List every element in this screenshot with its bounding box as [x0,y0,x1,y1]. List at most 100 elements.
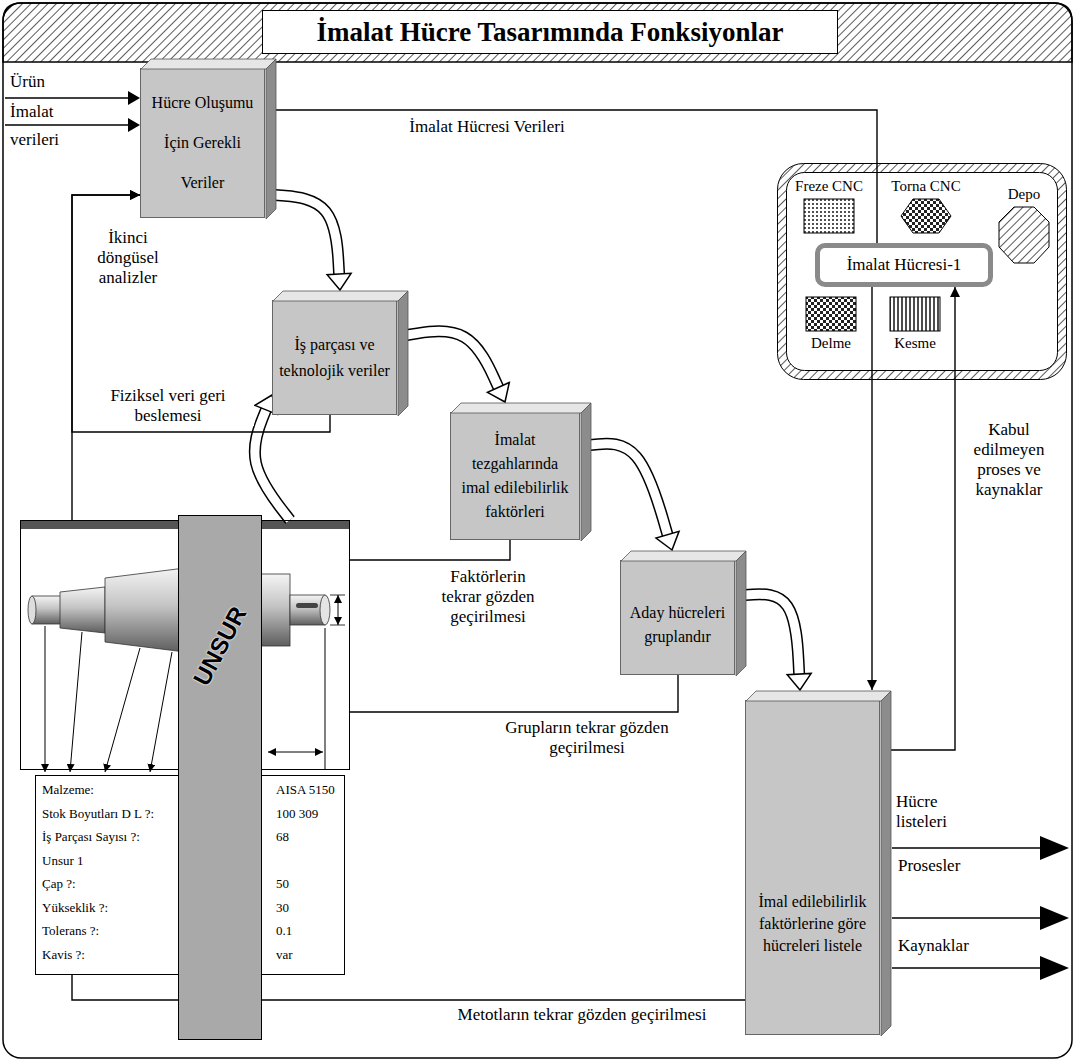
block-arrow-head [487,382,509,402]
label-text: verileri [10,130,90,150]
edge-label: Faktörlerin tekrar gözden geçirilmesi [436,567,540,627]
table-cell: 0.1 [276,923,292,939]
connector-line [275,110,877,243]
block-arrow-outline [590,444,668,535]
machine-label: Depo [1008,186,1041,203]
label-text: Prosesler [898,856,998,876]
box-body: İmal edilebilirlik faktörlerine göre hüc… [752,891,873,957]
edge-label: Fiziksel veri geri beslemesi [82,386,254,426]
machine-label: Freze CNC [795,178,863,195]
block-arrow-outline [745,594,799,674]
machine-shape [901,199,951,233]
dimension-line [268,752,323,753]
box-body: Aday hücreleri gruplandır [627,601,728,649]
process-box: Hücre Oluşumu İçin Gerekli Veriler [140,68,265,218]
cell-region [782,168,1062,375]
shaft-end [320,595,330,625]
label-text: İmalat [10,102,90,122]
machine-label: Delme [811,335,851,352]
leader-line [150,652,172,772]
feedback-connector [350,540,510,560]
feedback-connector [872,287,873,690]
table-cell: Kavis ?: [42,947,85,963]
keyway [296,603,318,608]
table-cell: 100 309 [276,806,318,822]
output-arrow [892,967,1042,969]
leader-line [45,626,46,772]
box-side-face [266,59,276,219]
box-top-face [141,59,276,69]
connector-line [72,975,745,1000]
shaft-step [32,596,62,624]
machine-shape [804,199,854,233]
edge-label: Grupların tekrar gözden geçirilmesi [470,718,704,758]
machine-node: Torna CNC [885,178,967,240]
input-arrow [5,97,129,99]
connector-line [350,675,678,712]
feedback-connector [72,975,745,1000]
box-top-face [746,691,891,701]
machine-symbol [803,198,855,234]
table-cell: 50 [276,876,289,892]
feedback-connector [275,110,877,243]
block-arrow-body [275,195,339,274]
arrow-head [1040,956,1069,980]
block-arrow [275,195,351,290]
process-box: İmalat tezgahlarında imal edilebilirlik … [450,412,580,540]
feedback-connector [890,287,955,750]
box-body: Hücre Oluşumu İçin Gerekli Veriler [147,83,258,203]
edge-label: İmalat Hücresi Verileri [380,117,594,137]
machine-node: Depo [995,186,1053,290]
block-arrow-outline [407,331,498,387]
title-band [3,3,1072,62]
output-arrows [892,836,1069,980]
label-text: Hücre listeleri [896,792,980,832]
connector-line [350,540,510,560]
box-text: İş parçası ve teknolojik veriler [279,332,390,384]
feature-band: UNSUR [178,515,262,1040]
block-arrow-head [327,273,351,290]
input-arrow [5,124,129,126]
box-body: İmalat tezgahlarında imal edilebilirlik … [457,428,573,524]
arrow-head [128,118,140,132]
band-label: UNSUR [188,602,253,690]
diagram-title: İmalat Hücre Tasarımında Fonksiyonlar [317,17,784,48]
extension-line [330,625,345,626]
box-faces [745,690,892,1037]
box-body: İş parçası ve teknolojik veriler [279,332,390,384]
block-arrow-outline [275,195,339,274]
table-cell: Stok Boyutları D L ?: [42,806,154,822]
extension-line [325,628,326,770]
cell-label: İmalat Hücresi-1 [847,255,962,275]
connector-line [871,287,872,690]
machine-node: Delme [800,296,862,360]
block-arrow-head [656,531,679,550]
box-text: Hücre Oluşumu İçin Gerekli Veriler [147,83,258,203]
block-arrow-outline [255,410,290,520]
block-arrow [745,594,811,690]
output-arrow [892,917,1042,919]
shaft-step [60,587,105,633]
arrow-head [1040,906,1069,930]
block-arrow [407,331,509,402]
part-panel: UNSUR [20,520,350,770]
box-side-face [881,691,891,1036]
machine-symbol [805,296,857,332]
leader-line [70,632,82,772]
table-cell: 68 [276,829,289,845]
machine-label: Torna CNC [891,178,960,195]
table-cell: İş Parçası Sayısı ?: [42,829,140,845]
edge-label: Metotların tekrar gözden geçirilmesi [430,1005,734,1025]
box-faces [272,290,409,417]
machine-node: Freze CNC [790,178,868,240]
box-side-face [736,551,746,676]
outer-frame [3,3,1072,1058]
table-cell: Unsur 1 [42,853,84,869]
process-box: İş parçası ve teknolojik veriler [272,300,397,415]
machine-label: Kesme [894,335,936,352]
shaft-end [28,596,36,624]
table-cell: var [276,947,293,963]
block-arrow-body [745,594,799,674]
machine-shape [890,297,940,331]
block-arrow-body [407,331,498,387]
